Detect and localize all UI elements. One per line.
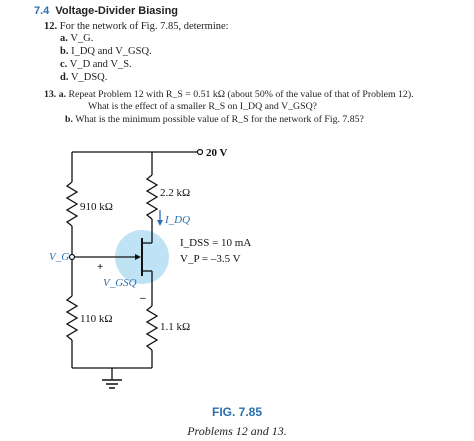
- resistor-2.2k: [145, 174, 159, 220]
- problem-12-item-c: c. V_D and V_S.: [60, 59, 132, 70]
- vp-label: V_P = –3.5 V: [180, 253, 241, 265]
- item-text: V_DSQ.: [70, 72, 108, 83]
- problem-13-b-text: What is the minimum possible value of R_…: [75, 114, 364, 125]
- item-text: V_D and V_S.: [69, 59, 132, 70]
- ground-icon: [102, 379, 122, 389]
- problem-12-text: For the network of Fig. 7.85, determine:: [59, 21, 229, 32]
- item-label: d.: [60, 72, 69, 83]
- r-top-label: 910 kΩ: [80, 201, 113, 213]
- r-bottom-label: 110 kΩ: [80, 313, 113, 325]
- supply-voltage-label: 20 V: [206, 147, 228, 159]
- section-header: 7.4 Voltage-Divider Biasing: [34, 5, 178, 17]
- resistor-110k: [65, 295, 79, 341]
- problem-12-item-b: b. I_DQ and V_GSQ.: [60, 46, 152, 57]
- item-label: b.: [60, 46, 69, 57]
- problem-13-number: 13.: [44, 89, 57, 100]
- problem-13-a-label: a.: [58, 89, 67, 100]
- figure-title: FIG. 7.85: [211, 405, 263, 419]
- vg-node: [68, 253, 76, 261]
- problem-12-item-d: d. V_DSQ.: [60, 72, 107, 83]
- vgs-plus: +: [97, 261, 103, 273]
- problem-12: 12. For the network of Fig. 7.85, determ…: [44, 20, 229, 33]
- gate-arrow: [135, 254, 141, 260]
- problem-12-number: 12.: [44, 21, 58, 32]
- section-title: Voltage-Divider Biasing: [55, 5, 179, 17]
- r-source-label: 1.1 kΩ: [160, 321, 190, 333]
- vg-label: V_G: [49, 251, 69, 263]
- problem-13-a: 13. a. Repeat Problem 12 with R_S = 0.51…: [44, 88, 414, 101]
- problem-13-b: b. What is the minimum possible value of…: [65, 113, 364, 126]
- idss-label: I_DSS = 10 mA: [180, 237, 251, 249]
- vgs-minus: –: [139, 292, 146, 304]
- figure-caption: Problems 12 and 13.: [187, 424, 287, 438]
- idq-label: I_DQ: [164, 214, 190, 226]
- item-text: I_DQ and V_GSQ.: [71, 46, 152, 57]
- problem-13-a-line1: Repeat Problem 12 with R_S = 0.51 kΩ (ab…: [68, 89, 414, 100]
- item-text: V_G.: [70, 33, 94, 44]
- item-label: a.: [60, 33, 68, 44]
- resistor-1.1k: [145, 305, 159, 351]
- resistor-910k: [65, 181, 79, 227]
- problem-13-a-line2: What is the effect of a smaller R_S on I…: [88, 101, 317, 112]
- item-label: c.: [60, 59, 68, 70]
- problem-13-b-label: b.: [65, 114, 73, 125]
- idq-arrow-head: [157, 220, 163, 226]
- supply-terminal: [196, 148, 204, 156]
- vgsq-label: V_GSQ: [103, 277, 137, 289]
- problem-12-item-a: a. V_G.: [60, 33, 93, 44]
- section-number: 7.4: [34, 5, 50, 17]
- r-drain-label: 2.2 kΩ: [160, 187, 190, 199]
